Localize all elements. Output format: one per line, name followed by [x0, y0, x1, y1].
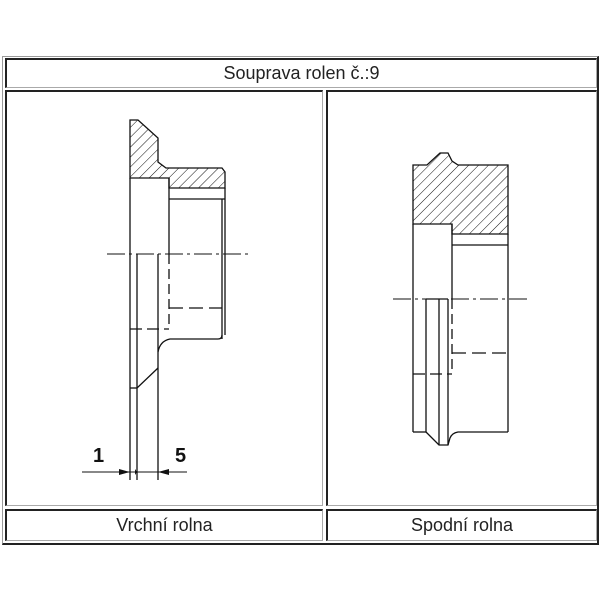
drawing-cell-lower-roller	[326, 90, 597, 506]
lower-hatched-section	[412, 152, 509, 235]
caption-lower-roller: Spodní rolna	[410, 515, 514, 535]
caption-cell-upper: Vrchní rolna	[5, 509, 323, 541]
upper-hatched-section	[129, 119, 226, 189]
table-title: Souprava rolen č.:9	[223, 63, 380, 83]
caption-upper-roller: Vrchní rolna	[116, 515, 213, 535]
dimension-label-1: 1	[93, 445, 104, 467]
title-cell: Souprava rolen č.:9	[5, 58, 597, 88]
drawing-cell-upper-roller	[5, 90, 323, 506]
upper-roller-drawing	[82, 119, 248, 480]
table-outer-border	[2, 56, 599, 545]
caption-cell-lower: Spodní rolna	[326, 509, 597, 541]
lower-roller-drawing	[393, 152, 530, 446]
dimension-label-5: 5	[175, 445, 186, 467]
